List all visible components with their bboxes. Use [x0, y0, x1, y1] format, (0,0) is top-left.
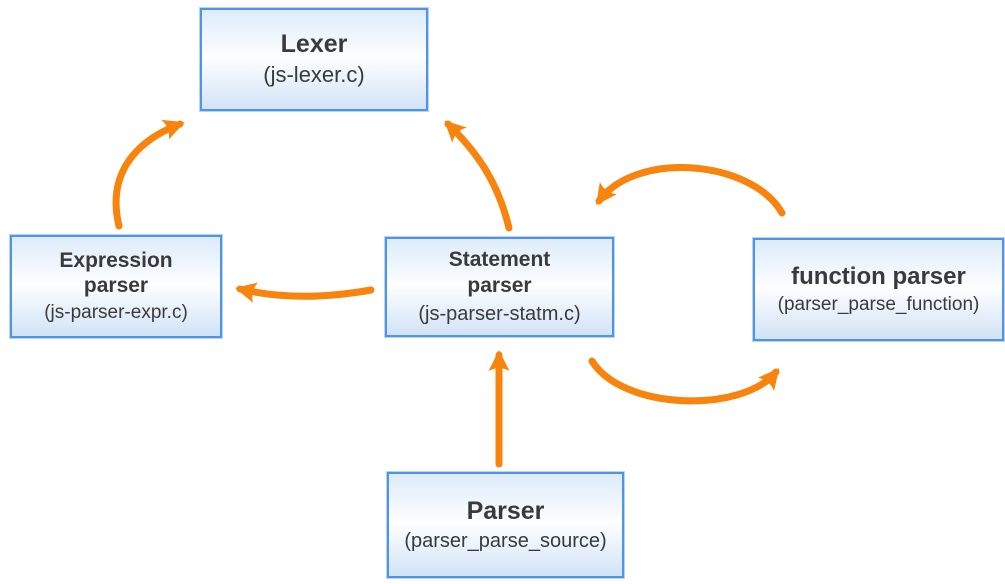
node-lexer-title-line: Lexer — [280, 29, 348, 58]
arrow-statement-parser-to-lexer — [444, 120, 513, 232]
arrow-expression-parser-to-lexer — [112, 119, 185, 230]
arrow-function-parser-to-statement-parser — [595, 164, 786, 217]
node-expression-parser: Expression parser (js-parser-expr.c) — [10, 235, 222, 338]
node-statement-parser: Statement parser (js-parser-statm.c) — [385, 237, 614, 337]
node-function-parser-title: function parser — [791, 262, 966, 291]
node-expression-parser-subtitle: (js-parser-expr.c) — [44, 301, 188, 323]
node-expression-parser-title: Expression parser — [59, 248, 172, 299]
node-expression-parser-title-line: Expression — [59, 248, 173, 272]
node-statement-parser-title-line: parser — [467, 274, 532, 297]
arrow-statement-parser-to-function-parser — [588, 357, 780, 405]
node-function-parser-subtitle: (parser_parse_function) — [777, 293, 980, 315]
node-expression-parser-title-line: parser — [83, 274, 149, 298]
node-function-parser: function parser (parser_parse_function) — [753, 238, 1004, 341]
node-statement-parser-subtitle: (js-parser-statm.c) — [418, 302, 581, 325]
node-lexer: Lexer (js-lexer.c) — [200, 8, 428, 111]
node-lexer-title: Lexer — [281, 29, 348, 60]
arrow-statement-parser-to-expression-parser — [235, 282, 375, 303]
node-statement-parser-title-line: Statement — [448, 248, 551, 272]
node-lexer-subtitle: (js-lexer.c) — [263, 62, 365, 88]
node-parser-title: Parser — [467, 496, 545, 527]
node-function-parser-title-line: function parser — [791, 262, 966, 290]
node-parser: Parser (parser_parse_source) — [387, 472, 624, 578]
node-statement-parser-title: Statement parser — [449, 247, 551, 298]
node-parser-title-line: Parser — [466, 496, 545, 525]
node-parser-subtitle: (parser_parse_source) — [404, 530, 607, 553]
